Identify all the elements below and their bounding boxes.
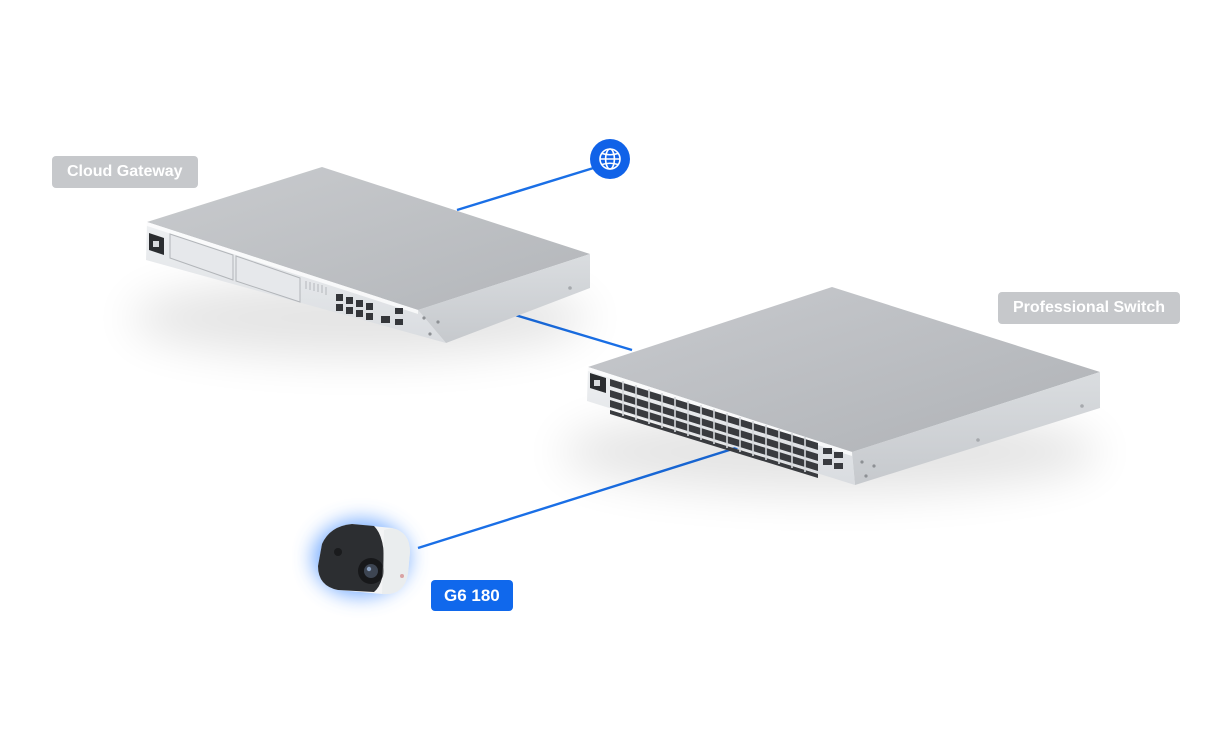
- globe-icon: [599, 148, 621, 170]
- internet-node[interactable]: [590, 139, 630, 179]
- g6-180-camera-device[interactable]: [313, 520, 410, 596]
- gateway-ports: [336, 294, 403, 325]
- link-internet-gateway: [456, 164, 601, 212]
- camera-label: G6 180: [431, 580, 513, 611]
- cloud-gateway-device[interactable]: [130, 167, 590, 358]
- professional-switch-label: Professional Switch: [998, 292, 1181, 324]
- professional-switch-device[interactable]: [560, 287, 1100, 494]
- cloud-gateway-label: Cloud Gateway: [52, 156, 198, 188]
